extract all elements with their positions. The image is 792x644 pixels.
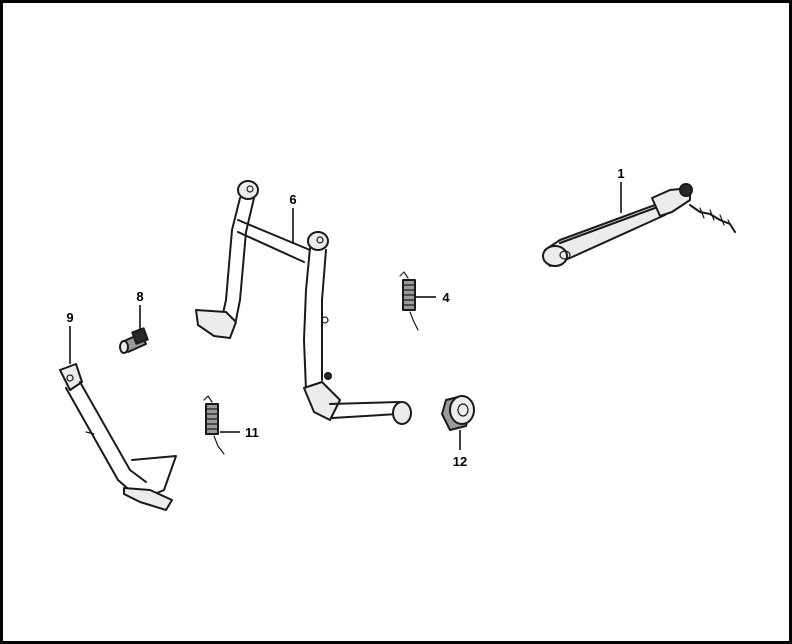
part-8-pin bbox=[119, 327, 149, 354]
callout-11-label: 11 bbox=[245, 425, 259, 440]
callout-4: 4 bbox=[416, 290, 450, 305]
callout-12: 12 bbox=[453, 430, 467, 469]
callout-9: 9 bbox=[66, 310, 74, 364]
callout-6-label: 6 bbox=[289, 192, 296, 207]
callout-11: 11 bbox=[220, 425, 259, 440]
callout-6: 6 bbox=[289, 192, 297, 244]
part-9-side-stand bbox=[59, 363, 177, 511]
callout-12-label: 12 bbox=[453, 454, 467, 469]
callout-1-label: 1 bbox=[617, 166, 624, 181]
part-11-spring bbox=[203, 395, 225, 455]
part-4-spring bbox=[399, 271, 419, 331]
part-1-kick-starter-lever bbox=[542, 183, 736, 267]
part-12-bushing bbox=[441, 395, 475, 431]
callout-8: 8 bbox=[136, 289, 144, 330]
callout-8-label: 8 bbox=[136, 289, 143, 304]
callout-1: 1 bbox=[617, 166, 625, 213]
callout-9-label: 9 bbox=[66, 310, 73, 325]
part-6-center-stand bbox=[195, 180, 412, 425]
callout-4-label: 4 bbox=[442, 290, 450, 305]
